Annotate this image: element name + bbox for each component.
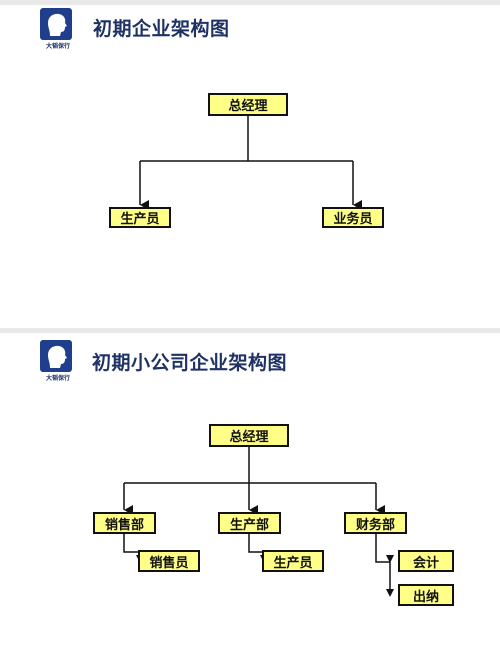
head-profile-icon bbox=[40, 8, 72, 40]
bank-logo: 大韬保行 bbox=[37, 6, 77, 50]
node-cashier: 出纳 bbox=[398, 584, 454, 606]
node-sales-staff: 销售员 bbox=[138, 550, 200, 572]
page-title: 初期企业架构图 bbox=[93, 18, 230, 40]
page-title: 初期小公司企业架构图 bbox=[92, 352, 288, 374]
slide-small-company-org-chart: 大韬保行 初期小公司企业架构图 总经理 销售部 销售员 生产部 生 bbox=[0, 333, 500, 653]
node-general-manager: 总经理 bbox=[208, 93, 288, 116]
node-general-manager: 总经理 bbox=[209, 424, 289, 447]
slide-separator bbox=[0, 328, 500, 333]
top-separator bbox=[0, 0, 500, 5]
node-production-staff: 生产员 bbox=[109, 207, 171, 228]
node-sales-dept: 销售部 bbox=[93, 512, 156, 534]
connector-lines bbox=[139, 115, 362, 210]
node-finance-dept: 财务部 bbox=[344, 512, 407, 534]
head-profile-icon bbox=[40, 340, 72, 372]
node-production-dept: 生产部 bbox=[218, 512, 281, 534]
bank-logo: 大韬保行 bbox=[37, 338, 77, 382]
node-sales-staff: 业务员 bbox=[322, 207, 384, 228]
logo-caption: 大韬保行 bbox=[45, 375, 70, 382]
node-production-staff: 生产员 bbox=[262, 550, 324, 572]
logo-caption: 大韬保行 bbox=[45, 43, 70, 50]
node-accountant: 会计 bbox=[398, 550, 454, 572]
slide-initial-org-chart: 大韬保行 初期企业架构图 总经理 生产员 业务员 bbox=[0, 0, 500, 320]
